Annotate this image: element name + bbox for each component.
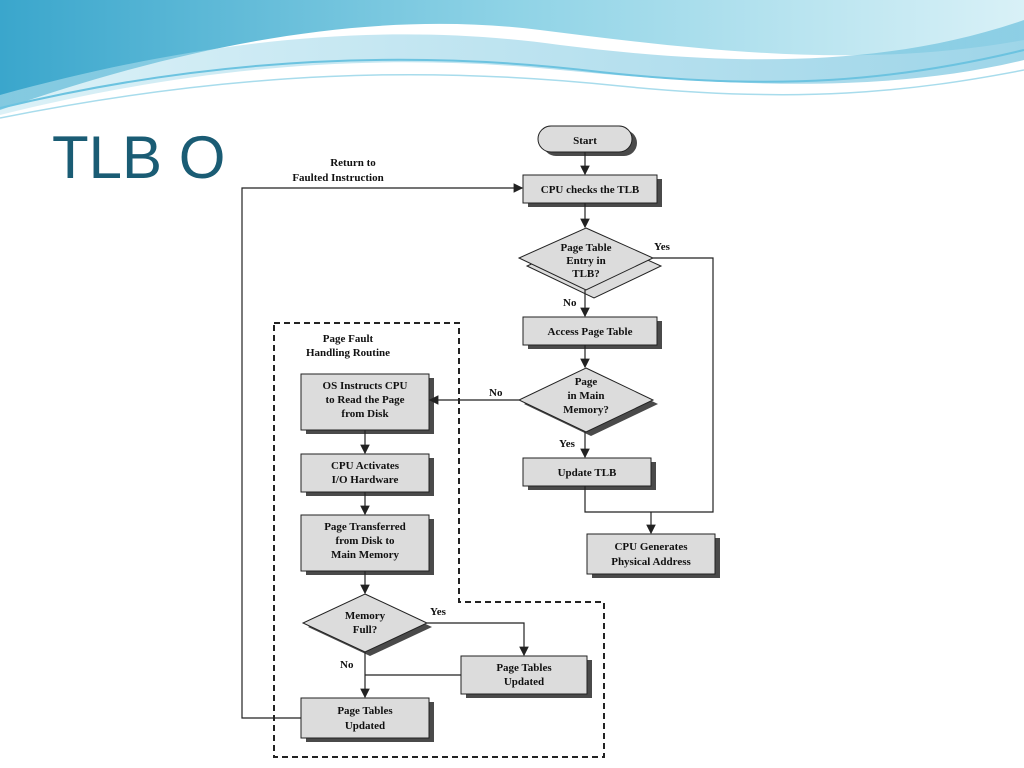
fault-routine-title-line1: Page Fault bbox=[323, 333, 374, 345]
flow-arrows bbox=[241, 152, 714, 719]
update-tlb-node: Update TLB bbox=[522, 457, 656, 490]
memory-full-yes-label: Yes bbox=[430, 606, 447, 618]
flowchart-canvas: Start CPU checks the TLB Page Table Entr… bbox=[241, 125, 720, 758]
os-instructs-line3: from Disk bbox=[341, 408, 389, 420]
cpu-checks-tlb-node: CPU checks the TLB bbox=[522, 174, 662, 207]
cpu-generates-line1: CPU Generates bbox=[614, 541, 688, 553]
update-tlb-label: Update TLB bbox=[558, 467, 617, 479]
memory-full-no-label: No bbox=[340, 659, 354, 671]
tables-updated-right-line2: Updated bbox=[504, 676, 544, 688]
cpu-generates-line2: Physical Address bbox=[611, 556, 691, 568]
page-in-memory-decision: Page in Main Memory? bbox=[517, 367, 658, 436]
os-instructs-line1: OS Instructs CPU bbox=[323, 380, 408, 392]
page-transferred-line2: from Disk to bbox=[335, 535, 395, 547]
page-transferred-line1: Page Transferred bbox=[324, 521, 406, 533]
slide-title: TLB Op bbox=[52, 124, 259, 191]
cpu-checks-tlb-label: CPU checks the TLB bbox=[541, 184, 640, 196]
page-in-memory-line3: Memory? bbox=[563, 404, 609, 416]
page-in-memory-line2: in Main bbox=[568, 390, 605, 402]
access-page-table-label: Access Page Table bbox=[548, 326, 633, 338]
page-tables-updated-right-node: Page Tables Updated bbox=[460, 655, 592, 698]
return-label-line2: Faulted Instruction bbox=[292, 172, 383, 184]
cpu-activates-line1: CPU Activates bbox=[331, 460, 400, 472]
memory-full-decision: Memory Full? bbox=[301, 593, 432, 656]
return-label-line1: Return to bbox=[330, 157, 376, 169]
tlb-hit-yes-label: Yes bbox=[654, 241, 671, 253]
page-transferred-line3: Main Memory bbox=[331, 549, 400, 561]
page-in-memory-no-label: No bbox=[489, 387, 503, 399]
page-tables-updated-bottom-node: Page Tables Updated bbox=[300, 697, 434, 742]
tables-updated-bottom-line1: Page Tables bbox=[337, 705, 393, 717]
page-transferred-node: Page Transferred from Disk to Main Memor… bbox=[300, 514, 434, 575]
page-in-memory-yes-label: Yes bbox=[559, 438, 576, 450]
tlb-flowchart: Start CPU checks the TLB Page Table Entr… bbox=[228, 122, 722, 768]
tlb-hit-decision: Page Table Entry in TLB? bbox=[517, 227, 663, 299]
tlb-hit-line1: Page Table bbox=[560, 242, 611, 254]
cpu-activates-io-node: CPU Activates I/O Hardware bbox=[300, 453, 434, 496]
memory-full-line2: Full? bbox=[353, 624, 377, 636]
start-node: Start bbox=[537, 125, 637, 156]
tlb-hit-no-label: No bbox=[563, 297, 577, 309]
tlb-hit-line3: TLB? bbox=[572, 268, 600, 280]
tables-updated-bottom-line2: Updated bbox=[345, 720, 385, 732]
access-page-table-node: Access Page Table bbox=[522, 316, 662, 349]
memory-full-line1: Memory bbox=[345, 610, 386, 622]
tlb-hit-line2: Entry in bbox=[566, 255, 605, 267]
fault-routine-title-line2: Handling Routine bbox=[306, 347, 390, 359]
page-in-memory-line1: Page bbox=[575, 376, 598, 388]
page-fault-routine-boundary bbox=[273, 322, 605, 758]
os-instructs-cpu-node: OS Instructs CPU to Read the Page from D… bbox=[300, 373, 434, 434]
cpu-generates-address-node: CPU Generates Physical Address bbox=[586, 533, 720, 578]
tables-updated-right-line1: Page Tables bbox=[496, 662, 552, 674]
cpu-activates-line2: I/O Hardware bbox=[332, 474, 399, 486]
start-label: Start bbox=[573, 135, 597, 147]
os-instructs-line2: to Read the Page bbox=[325, 394, 404, 406]
